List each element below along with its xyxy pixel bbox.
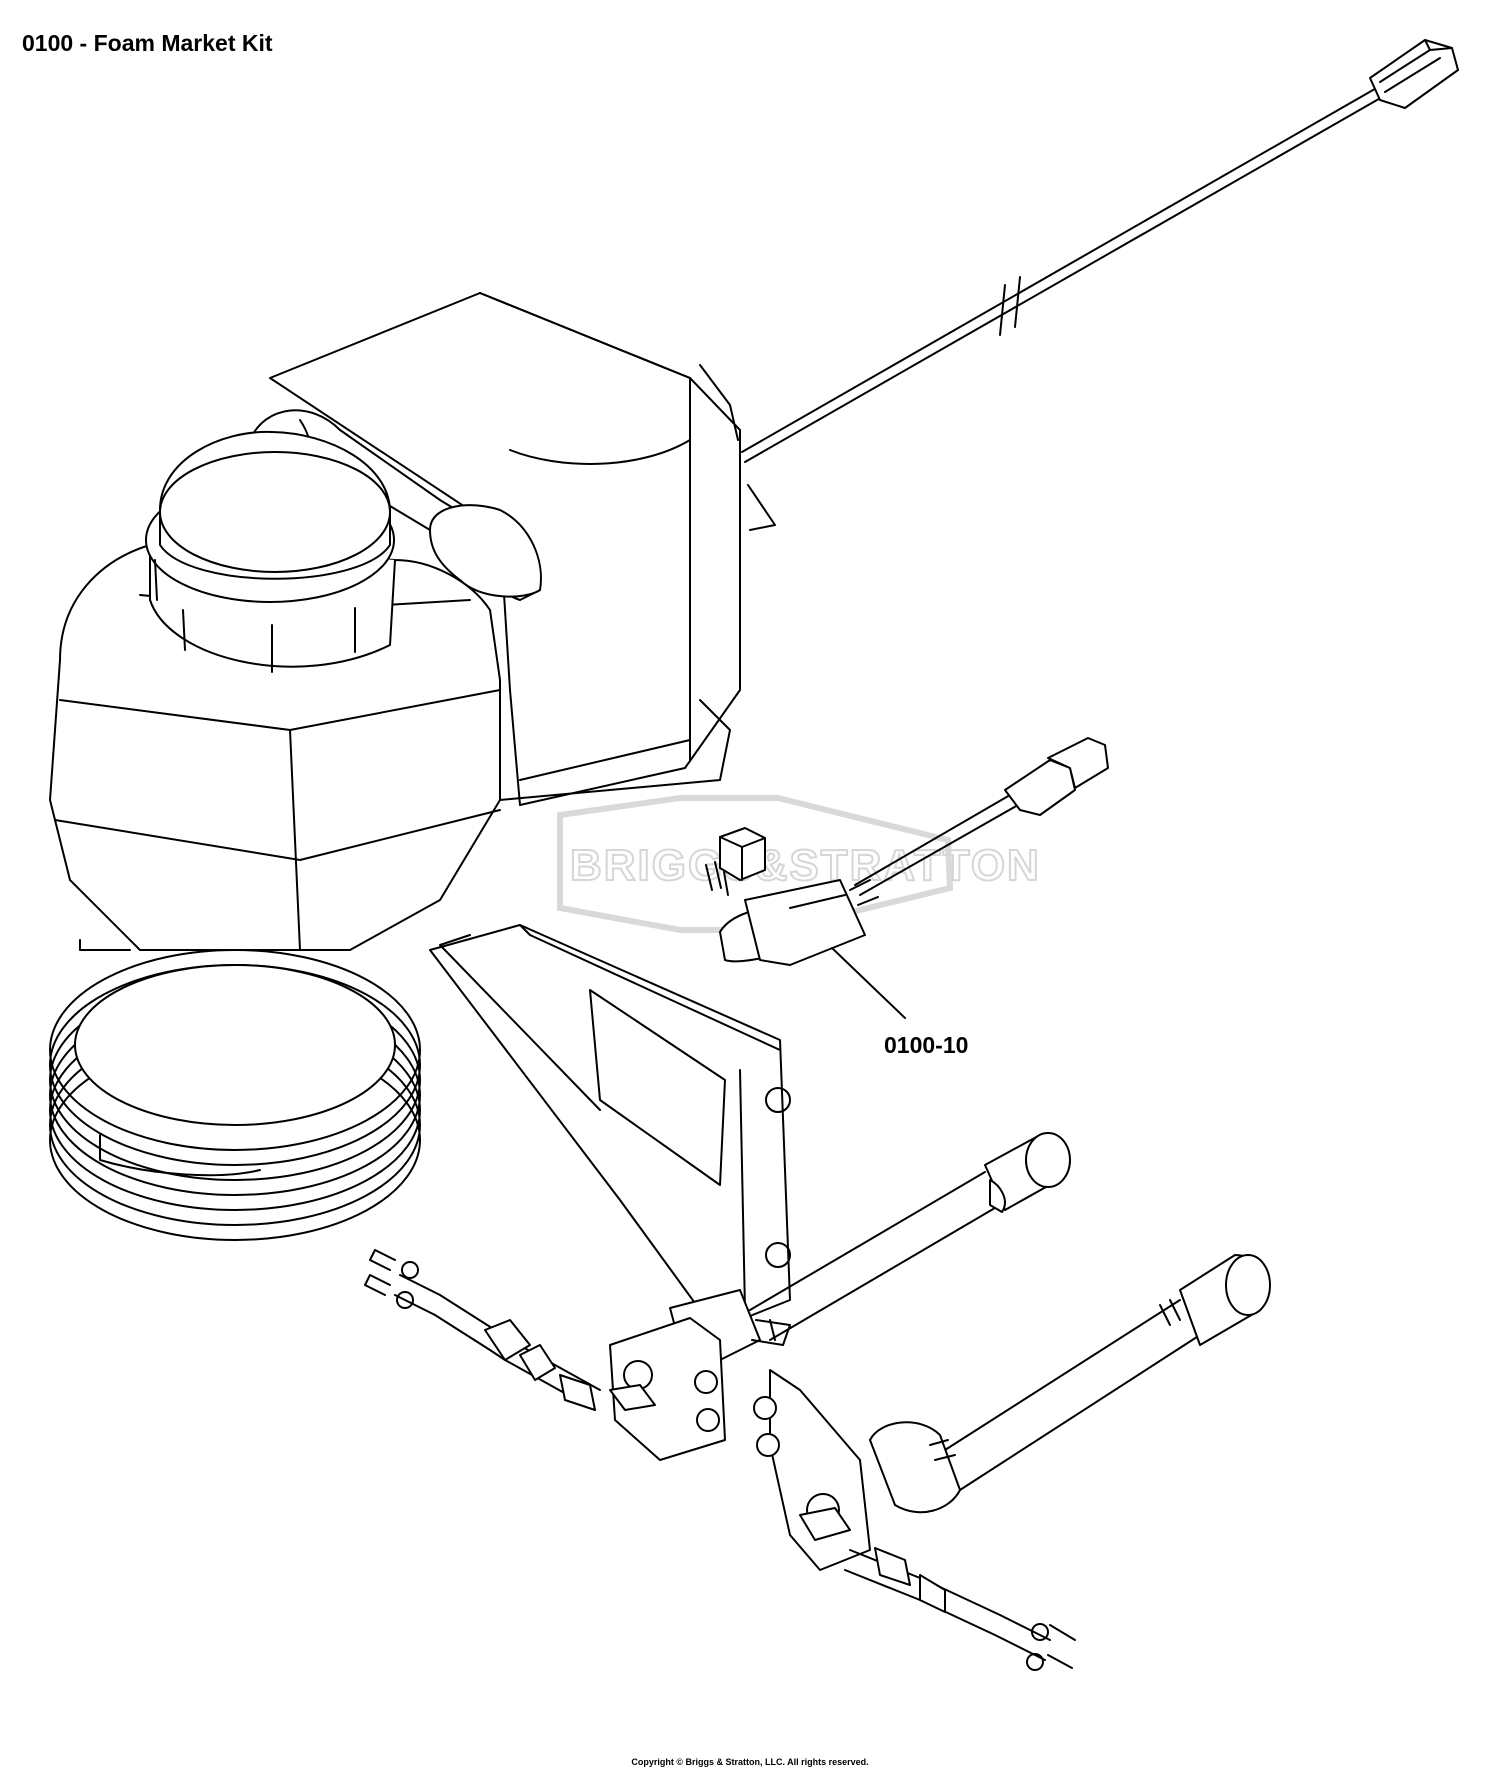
watermark-text: BRIGGS&STRATTON [570,841,1041,890]
spray-tips-left [364,1249,601,1411]
top-connector [1369,39,1459,109]
tank-cap [145,430,396,673]
rocker-switch [719,879,879,966]
page-title: 0100 - Foam Market Kit [22,30,273,56]
switch-wire [854,737,1109,896]
hose-coil [49,949,421,1241]
callout-label-0100-10: 0100-10 [884,1032,969,1058]
plate-right [753,1369,871,1571]
relay [705,827,766,896]
brand-watermark: BRIGGS&STRATTON [557,795,1041,933]
wire-harness [741,85,1385,463]
spray-tips-right [844,1547,1076,1671]
hose-assembly-lower [869,1254,1271,1514]
callout-leader-line [831,947,906,1019]
copyright-footer: Copyright © Briggs & Stratton, LLC. All … [631,1757,869,1767]
plate-left [609,1317,726,1461]
mounting-bracket [429,924,791,1341]
